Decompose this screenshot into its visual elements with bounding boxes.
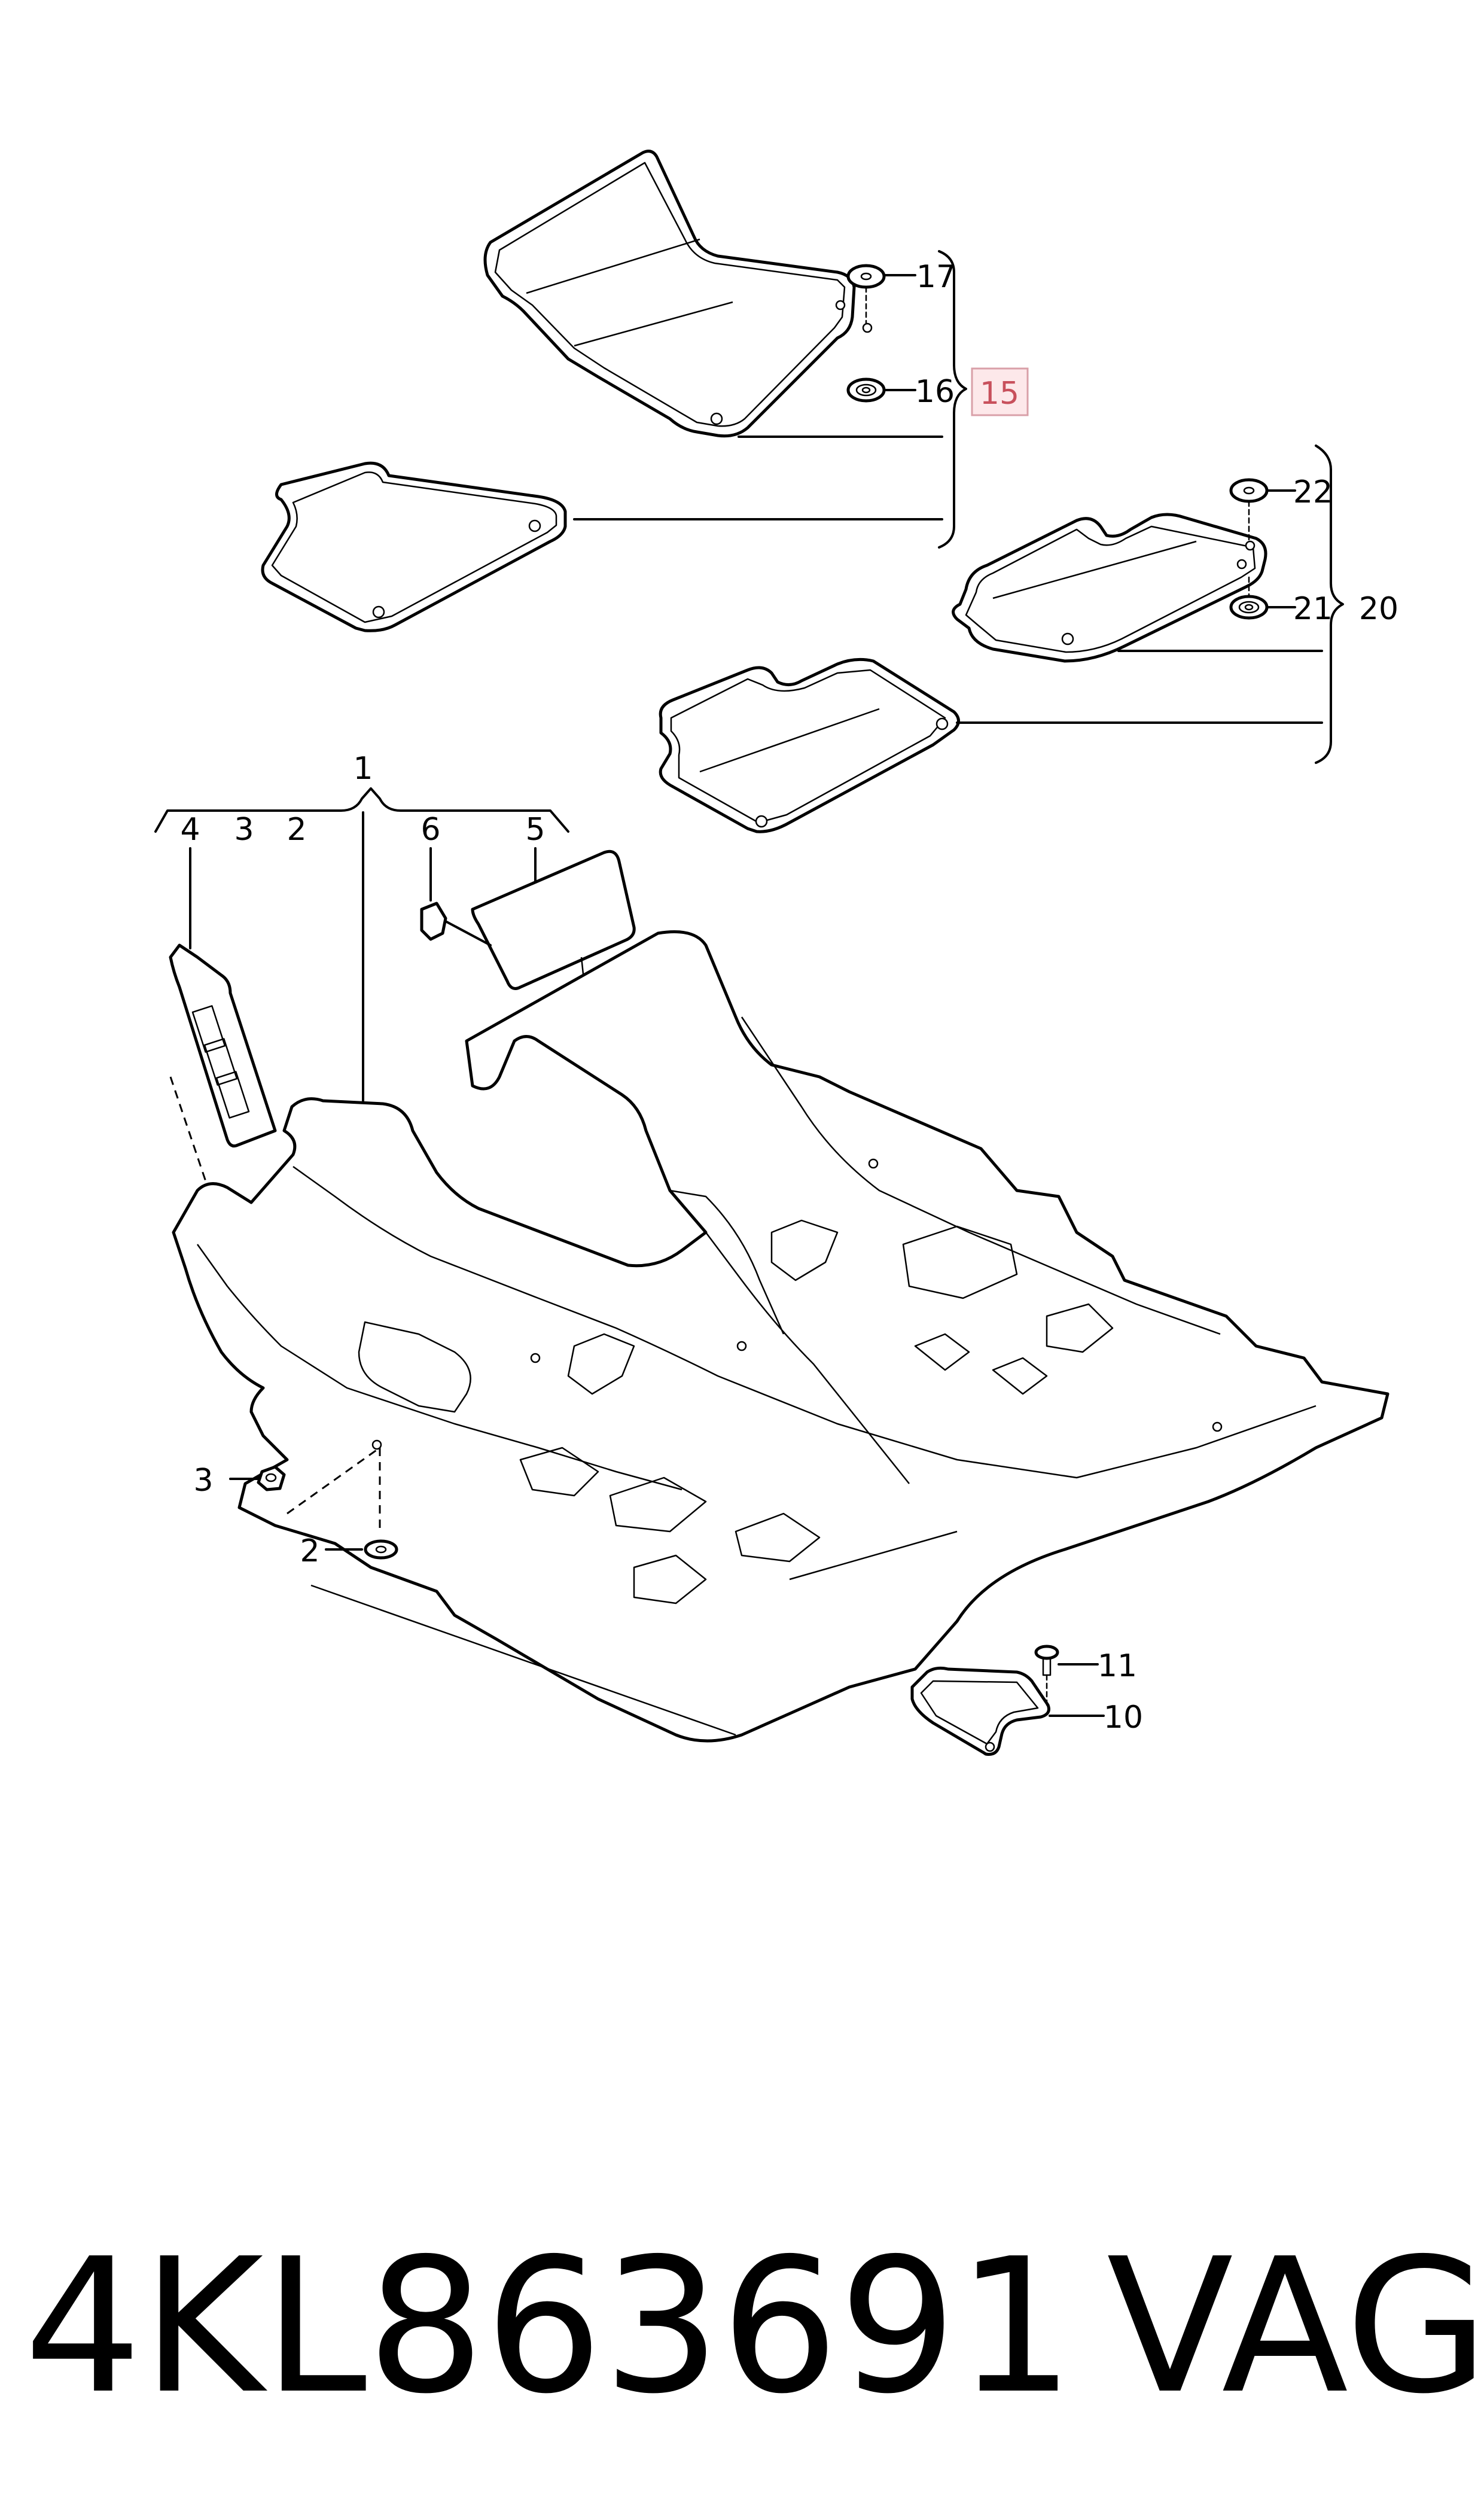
rear-mat-right bbox=[659, 657, 960, 833]
bracket-15 bbox=[573, 250, 1029, 549]
callout-21: 21 bbox=[1293, 591, 1333, 627]
clip-6 bbox=[420, 902, 492, 946]
callout-22: 22 bbox=[1293, 474, 1333, 510]
clip-2 bbox=[325, 1539, 398, 1560]
clip-17 bbox=[846, 264, 916, 333]
callout-16: 16 bbox=[915, 374, 955, 410]
bracket-1 bbox=[154, 787, 569, 1102]
callout-15: 15 bbox=[980, 376, 1019, 412]
sill-trim-4 bbox=[169, 943, 277, 1317]
callout-3-top: 3 bbox=[234, 812, 254, 848]
clip-22 bbox=[1229, 478, 1296, 551]
part-number: 4KL863691 bbox=[24, 2219, 1075, 2435]
callout-10: 10 bbox=[1104, 1700, 1143, 1735]
floor-covering bbox=[172, 930, 1389, 1743]
callout-11: 11 bbox=[1098, 1648, 1137, 1684]
callout-2-top: 2 bbox=[287, 812, 306, 848]
rear-mat-left bbox=[261, 461, 567, 632]
callout-3: 3 bbox=[193, 1463, 213, 1499]
callout-20: 20 bbox=[1359, 591, 1398, 627]
bracket-20 bbox=[956, 444, 1344, 764]
screw-11 bbox=[1034, 1645, 1099, 1709]
clip-21 bbox=[1229, 576, 1296, 620]
nut-3 bbox=[229, 1465, 286, 1491]
brand-name: VAG bbox=[1107, 2219, 1484, 2435]
callout-1: 1 bbox=[353, 751, 373, 787]
front-mat-right bbox=[952, 513, 1267, 663]
callout-5: 5 bbox=[525, 812, 545, 848]
callout-2: 2 bbox=[300, 1533, 319, 1569]
cover-10 bbox=[910, 1666, 1105, 1756]
callout-17: 17 bbox=[916, 259, 956, 295]
callout-6: 6 bbox=[420, 812, 440, 848]
callout-4: 4 bbox=[180, 812, 200, 848]
front-mat-left bbox=[483, 150, 856, 438]
clip-16 bbox=[846, 377, 916, 403]
footer: 4KL863691 VAG bbox=[24, 2208, 1484, 2447]
